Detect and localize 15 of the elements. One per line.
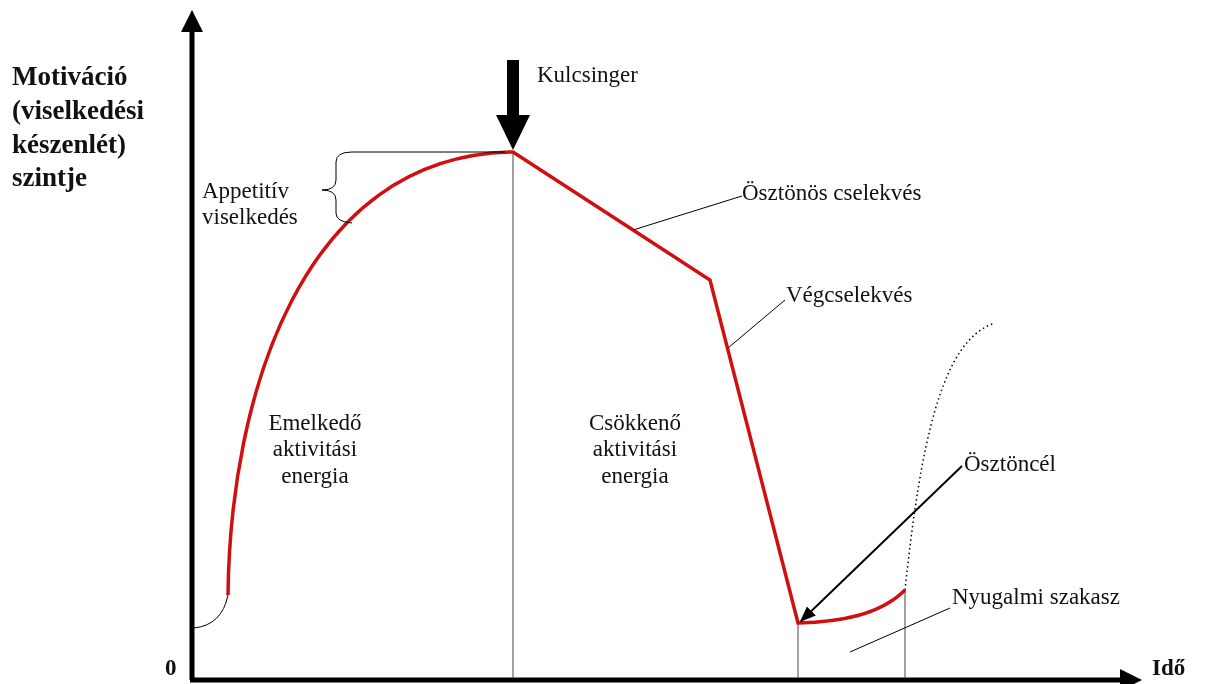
region-label: Csökkenő aktivitási energia: [588, 410, 682, 490]
callout-label: Ösztöncél: [964, 451, 1056, 478]
axis-tick-label: 0: [165, 655, 177, 682]
leader-line: [632, 195, 743, 231]
callout-label: Ösztönös cselekvés: [742, 180, 922, 207]
arrow: [799, 465, 963, 623]
callout-label: Végcselekvés: [786, 282, 913, 309]
leader-line: [849, 607, 951, 653]
axis-title: Idő: [1152, 655, 1186, 682]
region-label: Emelkedő aktivitási energia: [267, 410, 363, 490]
annotation-text: Appetitív viselkedés: [202, 178, 299, 231]
stimulus-label: Kulcsinger: [537, 62, 638, 89]
axis-title: Motiváció (viselkedési készenlét) szintje: [12, 60, 145, 195]
callout-label: Nyugalmi szakasz: [952, 584, 1120, 611]
leader-line: [727, 299, 786, 349]
